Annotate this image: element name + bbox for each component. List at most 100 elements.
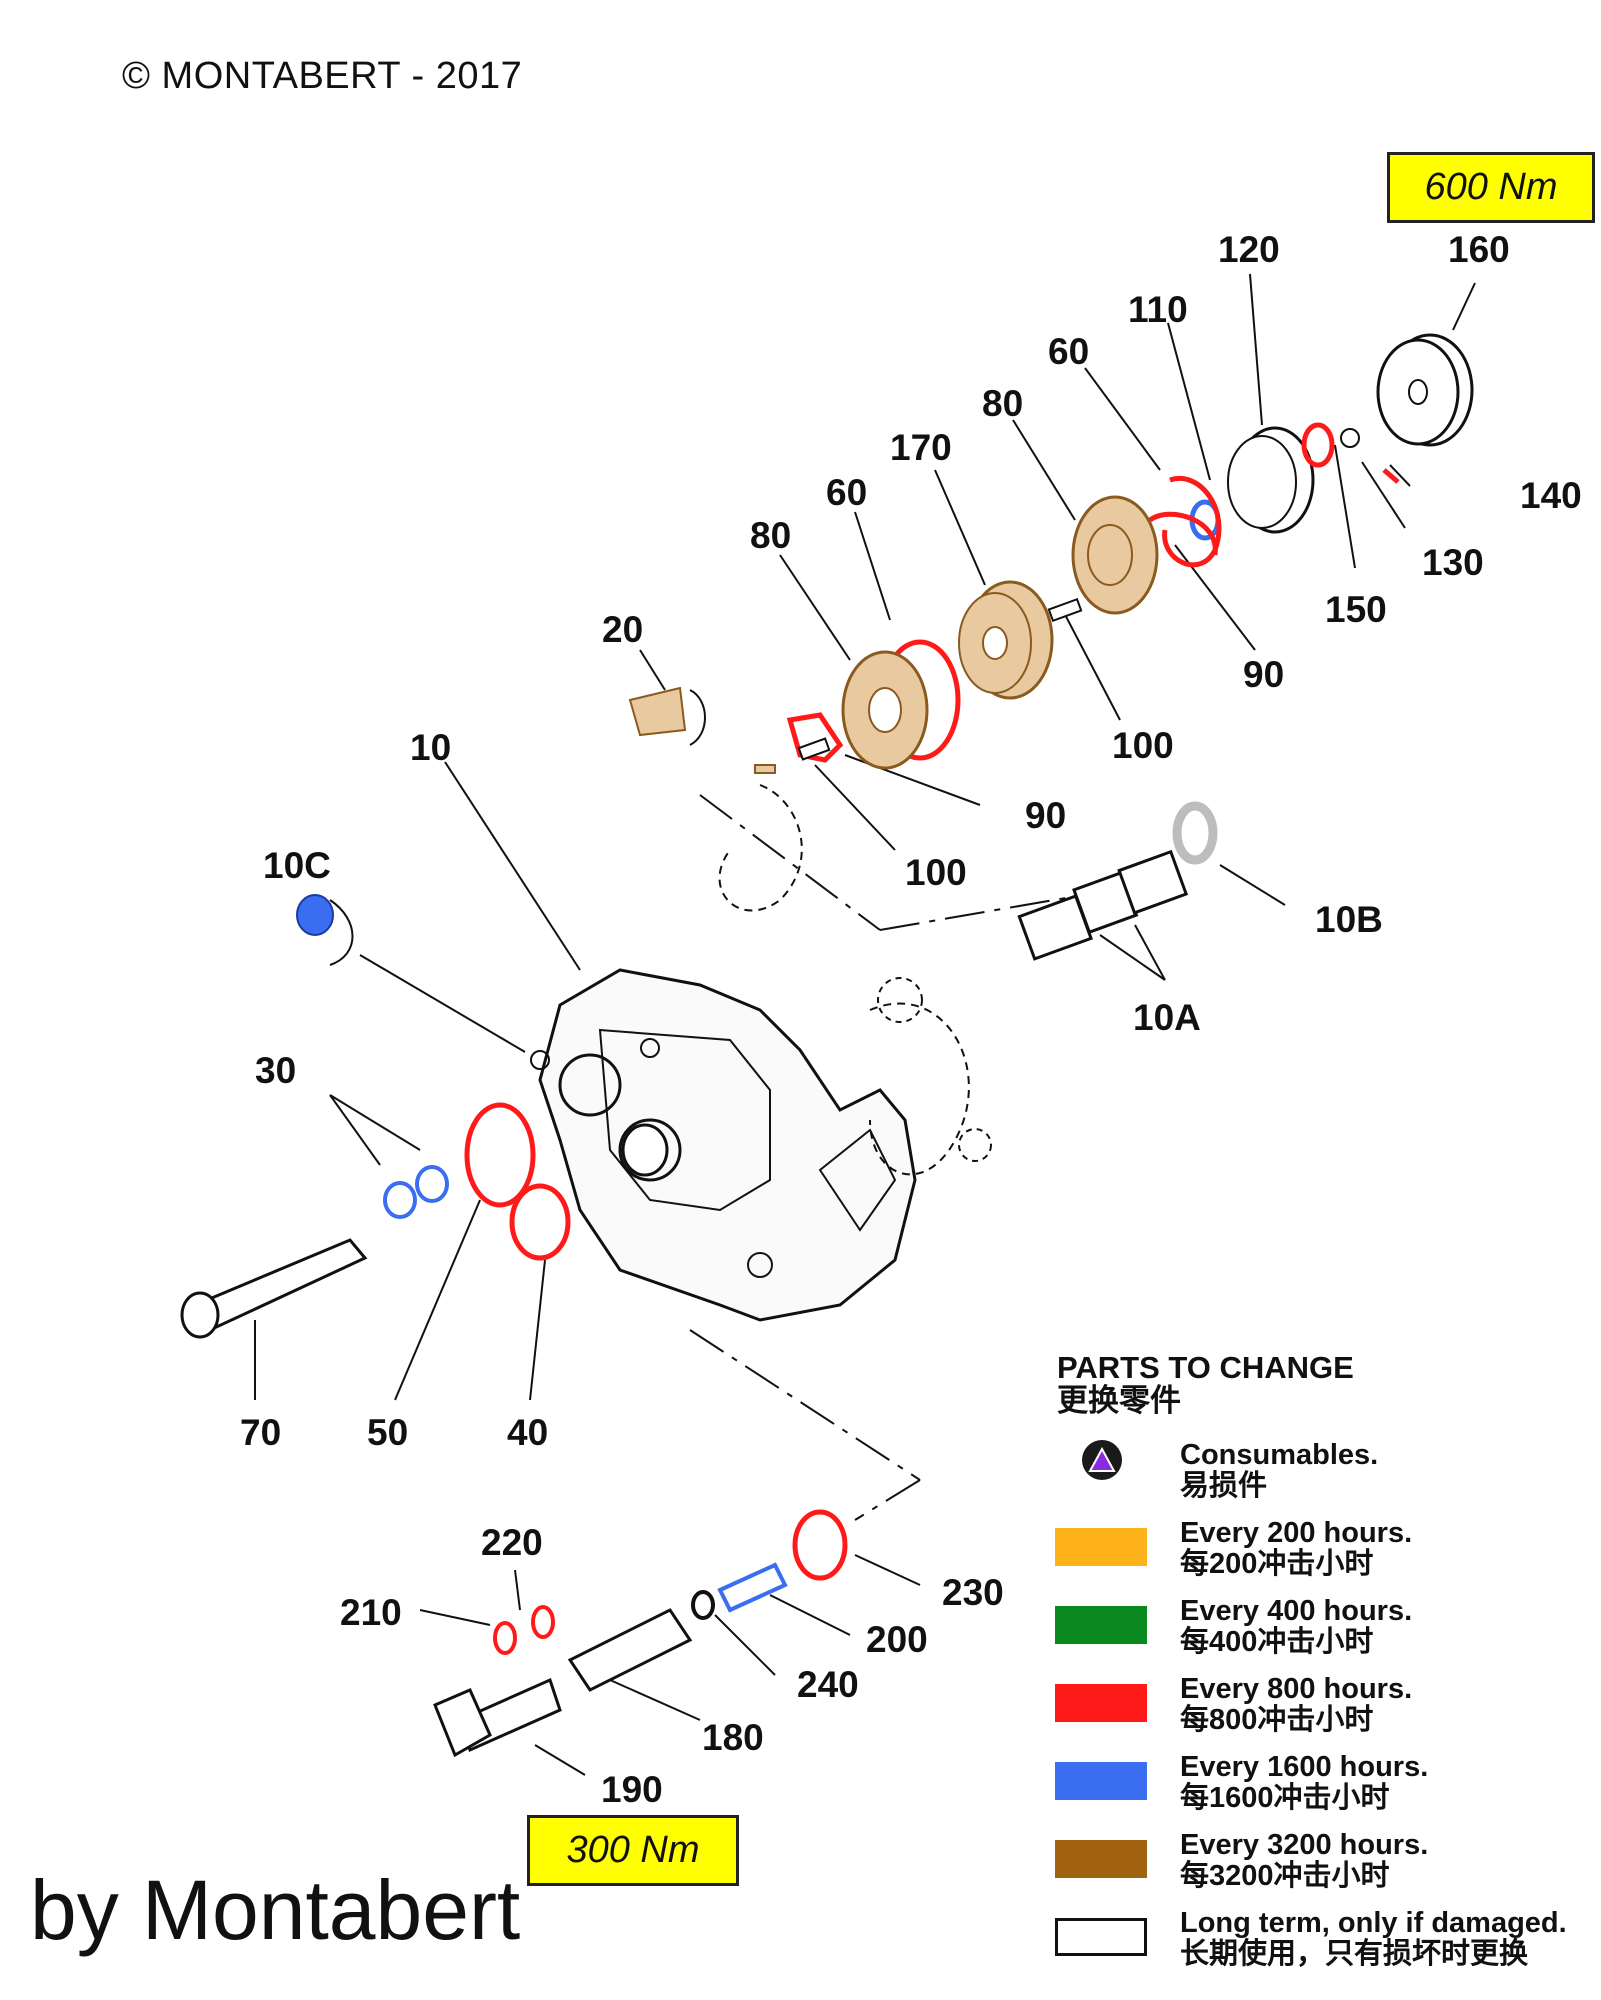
- swatch-200h: [1055, 1528, 1147, 1566]
- leader-10a: [1134, 924, 1166, 981]
- torque-label-600: 600 Nm: [1387, 152, 1595, 223]
- legend-200h-cn: 每200冲击小时: [1180, 1548, 1374, 1581]
- copyright-text: © MONTABERT - 2017: [122, 55, 523, 97]
- legend-400h-en: Every 400 hours.: [1180, 1595, 1413, 1627]
- leader-40: [529, 1259, 546, 1401]
- part-label-10a: 10A: [1133, 997, 1201, 1038]
- legend-400h-cn: 每400冲击小时: [1180, 1626, 1374, 1659]
- legend-consumables-cn: 易损件: [1180, 1470, 1268, 1503]
- legend-row-800h: Every 800 hours. 每800冲击小时: [1055, 1673, 1595, 1754]
- swatch-400h: [1055, 1606, 1147, 1644]
- leader-210: [419, 1609, 491, 1626]
- part-label-10c: 10C: [263, 845, 331, 886]
- leader-130: [1361, 461, 1406, 529]
- swatch-800h: [1055, 1684, 1147, 1722]
- triangle-icon: [1082, 1440, 1122, 1480]
- part-label-60-upper: 60: [1048, 331, 1089, 372]
- part-label-100-upper: 100: [1112, 725, 1174, 766]
- leader-160: [1452, 282, 1476, 331]
- leader-170: [934, 469, 986, 586]
- part-label-90-upper: 90: [1243, 654, 1284, 695]
- legend-row-long-term: Long term, only if damaged. 长期使用，只有损坏时更换: [1055, 1907, 1595, 1988]
- legend-800h-cn: 每800冲击小时: [1180, 1704, 1374, 1737]
- leader-230: [854, 1554, 921, 1586]
- part-label-20: 20: [602, 609, 643, 650]
- part-label-40: 40: [507, 1412, 548, 1453]
- sleeve-assembly: [296, 801, 1218, 966]
- byline: by Montabert: [30, 1863, 521, 1957]
- shaft-assembly: [180, 1102, 571, 1339]
- leader-240: [714, 1614, 776, 1676]
- legend-row-200h: Every 200 hours. 每200冲击小时: [1055, 1517, 1595, 1598]
- legend-800h-en: Every 800 hours.: [1180, 1673, 1413, 1705]
- part-label-230: 230: [942, 1572, 1004, 1613]
- leader-60a: [854, 511, 891, 621]
- leader-100a: [814, 764, 896, 851]
- legend-title-en: PARTS TO CHANGE: [1057, 1350, 1354, 1385]
- part-label-80-lower: 80: [750, 515, 791, 556]
- legend-row-1600h: Every 1600 hours. 每1600冲击小时: [1055, 1751, 1595, 1832]
- upper-pump-assembly: [628, 333, 1474, 774]
- part-label-120: 120: [1218, 229, 1280, 270]
- leader-80b: [1012, 419, 1076, 521]
- part-label-190: 190: [601, 1769, 663, 1810]
- leader-lines: [254, 273, 1476, 1776]
- legend-200h-en: Every 200 hours.: [1180, 1517, 1413, 1549]
- leader-200: [769, 1594, 851, 1636]
- part-label-200: 200: [866, 1619, 928, 1660]
- torque-label-300: 300 Nm: [527, 1815, 739, 1886]
- leader-100b: [1059, 604, 1121, 721]
- part-label-10: 10: [410, 727, 451, 768]
- part-label-80-upper: 80: [982, 383, 1023, 424]
- legend-row-consumables: Consumables. 易损件: [1055, 1439, 1595, 1520]
- legend-3200h-en: Every 3200 hours.: [1180, 1829, 1429, 1861]
- part-label-180: 180: [702, 1717, 764, 1758]
- part-label-100-lower: 100: [905, 852, 967, 893]
- leader-30: [329, 1094, 381, 1166]
- part-label-30: 30: [255, 1050, 296, 1091]
- part-label-150: 150: [1325, 589, 1387, 630]
- legend-long-term-cn: 长期使用，只有损坏时更换: [1180, 1938, 1529, 1971]
- part-label-170: 170: [890, 427, 952, 468]
- legend-row-400h: Every 400 hours. 每400冲击小时: [1055, 1595, 1595, 1676]
- part-label-50: 50: [367, 1412, 408, 1453]
- part-label-220: 220: [481, 1522, 543, 1563]
- assembly-axes: [689, 794, 1171, 1521]
- swatch-3200h: [1055, 1840, 1147, 1878]
- part-label-110: 110: [1128, 289, 1188, 330]
- leader-20: [639, 649, 666, 691]
- legend-1600h-cn: 每1600冲击小时: [1180, 1782, 1390, 1815]
- part-label-140: 140: [1520, 475, 1582, 516]
- leader-110: [1167, 322, 1211, 481]
- part-label-240: 240: [797, 1664, 859, 1705]
- housing-outline: [530, 784, 992, 1322]
- part-label-130: 130: [1422, 542, 1484, 583]
- legend-3200h-cn: 每3200冲击小时: [1180, 1860, 1390, 1893]
- part-number-labels: 160 120 110 60 80 170 60 80 140 130 150 …: [240, 229, 1582, 1810]
- leader-180: [609, 1679, 701, 1721]
- part-label-10b: 10B: [1315, 899, 1383, 940]
- legend-long-term-en: Long term, only if damaged.: [1180, 1907, 1567, 1939]
- part-label-90-lower: 90: [1025, 795, 1066, 836]
- part-label-60-lower: 60: [826, 472, 867, 513]
- leader-10c: [359, 954, 526, 1053]
- leader-10b: [1219, 864, 1286, 906]
- leader-50: [394, 1199, 481, 1401]
- leader-10: [444, 761, 581, 971]
- legend-row-3200h: Every 3200 hours. 每3200冲击小时: [1055, 1829, 1595, 1910]
- legend-title-cn: 更换零件: [1057, 1382, 1181, 1418]
- part-label-70: 70: [240, 1412, 281, 1453]
- leader-150: [1334, 444, 1356, 569]
- legend-1600h-en: Every 1600 hours.: [1180, 1751, 1429, 1783]
- leader-220: [514, 1569, 521, 1611]
- leader-80a: [779, 554, 851, 661]
- part-label-160: 160: [1448, 229, 1510, 270]
- leader-140: [1389, 464, 1411, 487]
- swatch-long-term: [1055, 1918, 1147, 1956]
- valve-assembly: [433, 1509, 848, 1758]
- leader-90b: [1174, 544, 1256, 651]
- legend-title: PARTS TO CHANGE 更换零件: [1057, 1350, 1354, 1418]
- leader-60b: [1084, 367, 1161, 471]
- swatch-1600h: [1055, 1762, 1147, 1800]
